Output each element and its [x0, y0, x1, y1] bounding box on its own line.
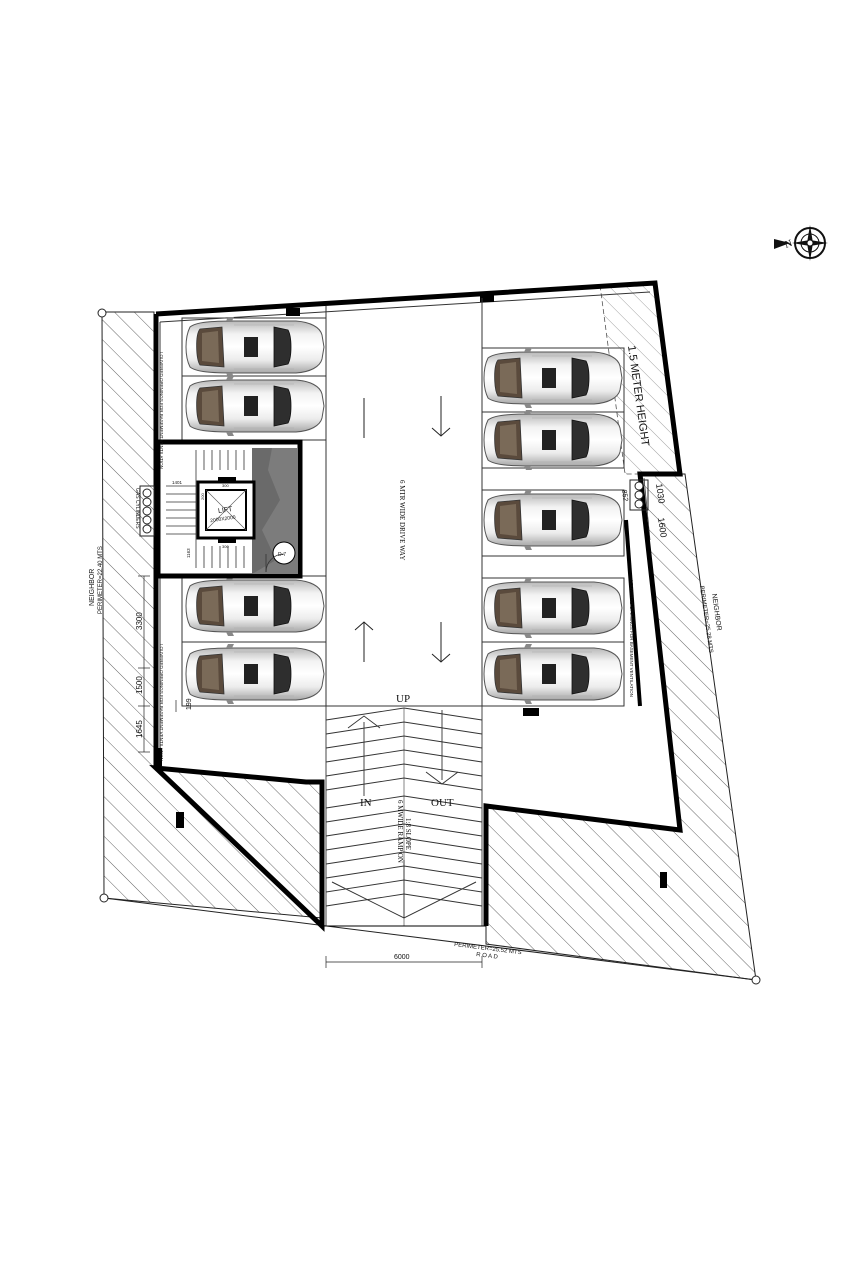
ramp-slope-label: 1:8 SLOPE: [404, 818, 412, 850]
gas-cylinders-label: GAS CYLINDERS: [134, 488, 140, 529]
entry-ramp: [322, 705, 486, 927]
lift-size-label: 2000X2000: [210, 515, 236, 525]
neighbor-left-label: NEIGHBOR: [89, 569, 96, 606]
dim-lift-side: 200: [200, 493, 205, 500]
north-arrow-icon: [774, 225, 828, 261]
lift-label: LIFT: [218, 506, 234, 515]
north-label: N: [783, 238, 794, 251]
ramp-label: 6 MWIDE RAMP ON: [396, 800, 404, 863]
right-cylinders: [629, 479, 649, 511]
dim-1600: 1600: [656, 517, 669, 538]
up-label: UP: [396, 693, 410, 705]
driveway-arrows: [354, 396, 451, 663]
dim-1163: 1163: [186, 548, 191, 558]
dim-lift-bottom: 300: [222, 544, 229, 549]
dim-6000: 6000: [394, 954, 410, 961]
dim-1401: 1401: [172, 480, 183, 485]
basement-outer-wall: [149, 280, 683, 932]
duct-label: D-7: [278, 552, 286, 558]
dim-199: 199: [186, 698, 193, 710]
louvered-top-label: LOUVERED OPENINGS FOR BASEMENT VENTILATI…: [159, 352, 164, 469]
dim-1030: 1030: [654, 483, 667, 504]
louvered-bottom-label: LOUVERED OPENINGS FOR BASEMENT VENTILATI…: [159, 644, 164, 761]
dimension-lines: [138, 477, 651, 968]
road-label: R O A D: [476, 952, 499, 961]
perimeter-left-label: PERIMETER=22.40 MTS: [98, 546, 104, 614]
dim-3300: 3300: [135, 612, 144, 630]
louvered-right-label: LOUVERED OPENINGS FOR BASEMENT VENTILATI…: [629, 580, 634, 697]
stair-lift-core: [155, 439, 303, 579]
dim-1645: 1645: [135, 720, 144, 738]
driveway-label: 6 MTR WIDE DRIVE WAY: [398, 480, 406, 560]
dim-lift-top: 300: [222, 483, 229, 488]
right-parking-bays: [481, 347, 625, 707]
dim-852: 852: [620, 489, 629, 502]
gas-cylinders: [139, 485, 155, 537]
neighbor-right-label: NEIGHBOR: [710, 593, 722, 631]
out-label: OUT: [431, 797, 454, 809]
dim-1500: 1500: [135, 676, 144, 694]
in-label: IN: [360, 797, 372, 809]
